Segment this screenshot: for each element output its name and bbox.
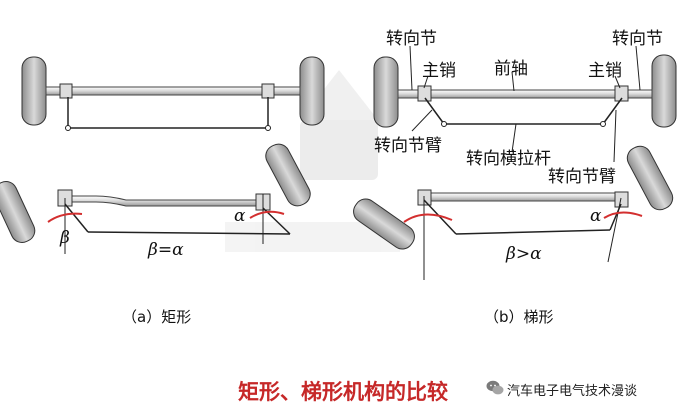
wheel-right-turned: [626, 145, 674, 211]
kingpin-right: [614, 191, 629, 208]
label-knuckle-right: 转向节: [612, 29, 663, 49]
front-axle-turned: [61, 195, 263, 207]
label-kingpin-right: 主销: [588, 61, 622, 81]
relation-label-a: β=α: [148, 240, 184, 260]
wheel-left-turned: [353, 198, 415, 250]
leader-line: [614, 75, 621, 89]
leader-line: [613, 109, 617, 163]
leader-line: [511, 71, 515, 92]
tie-rod-turned: [87, 231, 291, 235]
leader-line: [423, 75, 429, 89]
joint: [600, 121, 606, 127]
knuckle-arm-left: [64, 203, 89, 233]
kingpin-right: [261, 83, 275, 99]
label-knuckle-arm-right: 转向节臂: [548, 167, 616, 187]
knuckle-arm-right: [602, 97, 623, 125]
label-kingpin-left: 主销: [422, 61, 456, 81]
kingpin-right: [614, 85, 629, 102]
joint: [441, 121, 447, 127]
leader-line: [511, 123, 517, 153]
angle-alpha-label-a: α: [234, 206, 246, 226]
figure-title: 矩形、梯形机构的比较: [238, 379, 448, 404]
panel-b-straight-view: [373, 54, 677, 128]
label-knuckle-left: 转向节: [386, 29, 437, 49]
label-knuckle-arm-left: 转向节臂: [374, 136, 442, 156]
panel-a-straight-view: [21, 56, 325, 131]
wheel-right: [299, 56, 325, 126]
tie-rod-turned: [455, 229, 611, 235]
panel-b-leader-lines: [409, 45, 641, 163]
relation-label-b: β>α: [506, 244, 542, 264]
knuckle-arm-left: [423, 199, 457, 235]
wheel-right-turned: [265, 143, 311, 207]
leader-line: [635, 45, 641, 91]
label-front-axle: 前轴: [494, 59, 528, 79]
front-axle-turned: [423, 192, 625, 202]
angle-arc-beta: [47, 212, 83, 223]
reference-line: [607, 197, 622, 263]
joint: [265, 125, 271, 131]
angle-arc-beta: [403, 213, 453, 223]
front-axle: [397, 89, 653, 99]
angle-beta-label-a: β: [60, 228, 70, 248]
wheel-left-turned: [0, 181, 36, 243]
caption-b: （b）梯形: [484, 308, 554, 326]
knuckle-arm-left: [424, 97, 445, 125]
panel-a-turned-view: [0, 143, 311, 254]
leader-line: [409, 45, 413, 91]
wheel-left: [373, 56, 399, 128]
front-axle: [45, 86, 301, 96]
angle-arc-alpha: [249, 210, 285, 219]
angle-alpha-label-b: α: [590, 206, 602, 226]
leader-line: [411, 109, 433, 132]
angle-arc-alpha: [603, 211, 643, 219]
wechat-watermark-text: 汽车电子电气技术漫谈: [507, 384, 638, 399]
wheel-left: [21, 56, 47, 126]
kingpin-left: [417, 85, 432, 102]
wechat-icon: [486, 379, 504, 397]
kingpin-left: [59, 83, 73, 99]
label-tie-rod: 转向横拉杆: [466, 149, 551, 169]
panel-b-turned-view: [353, 145, 674, 280]
joint: [65, 125, 71, 131]
caption-a: （a）矩形: [122, 308, 192, 326]
wheel-right: [651, 54, 677, 128]
